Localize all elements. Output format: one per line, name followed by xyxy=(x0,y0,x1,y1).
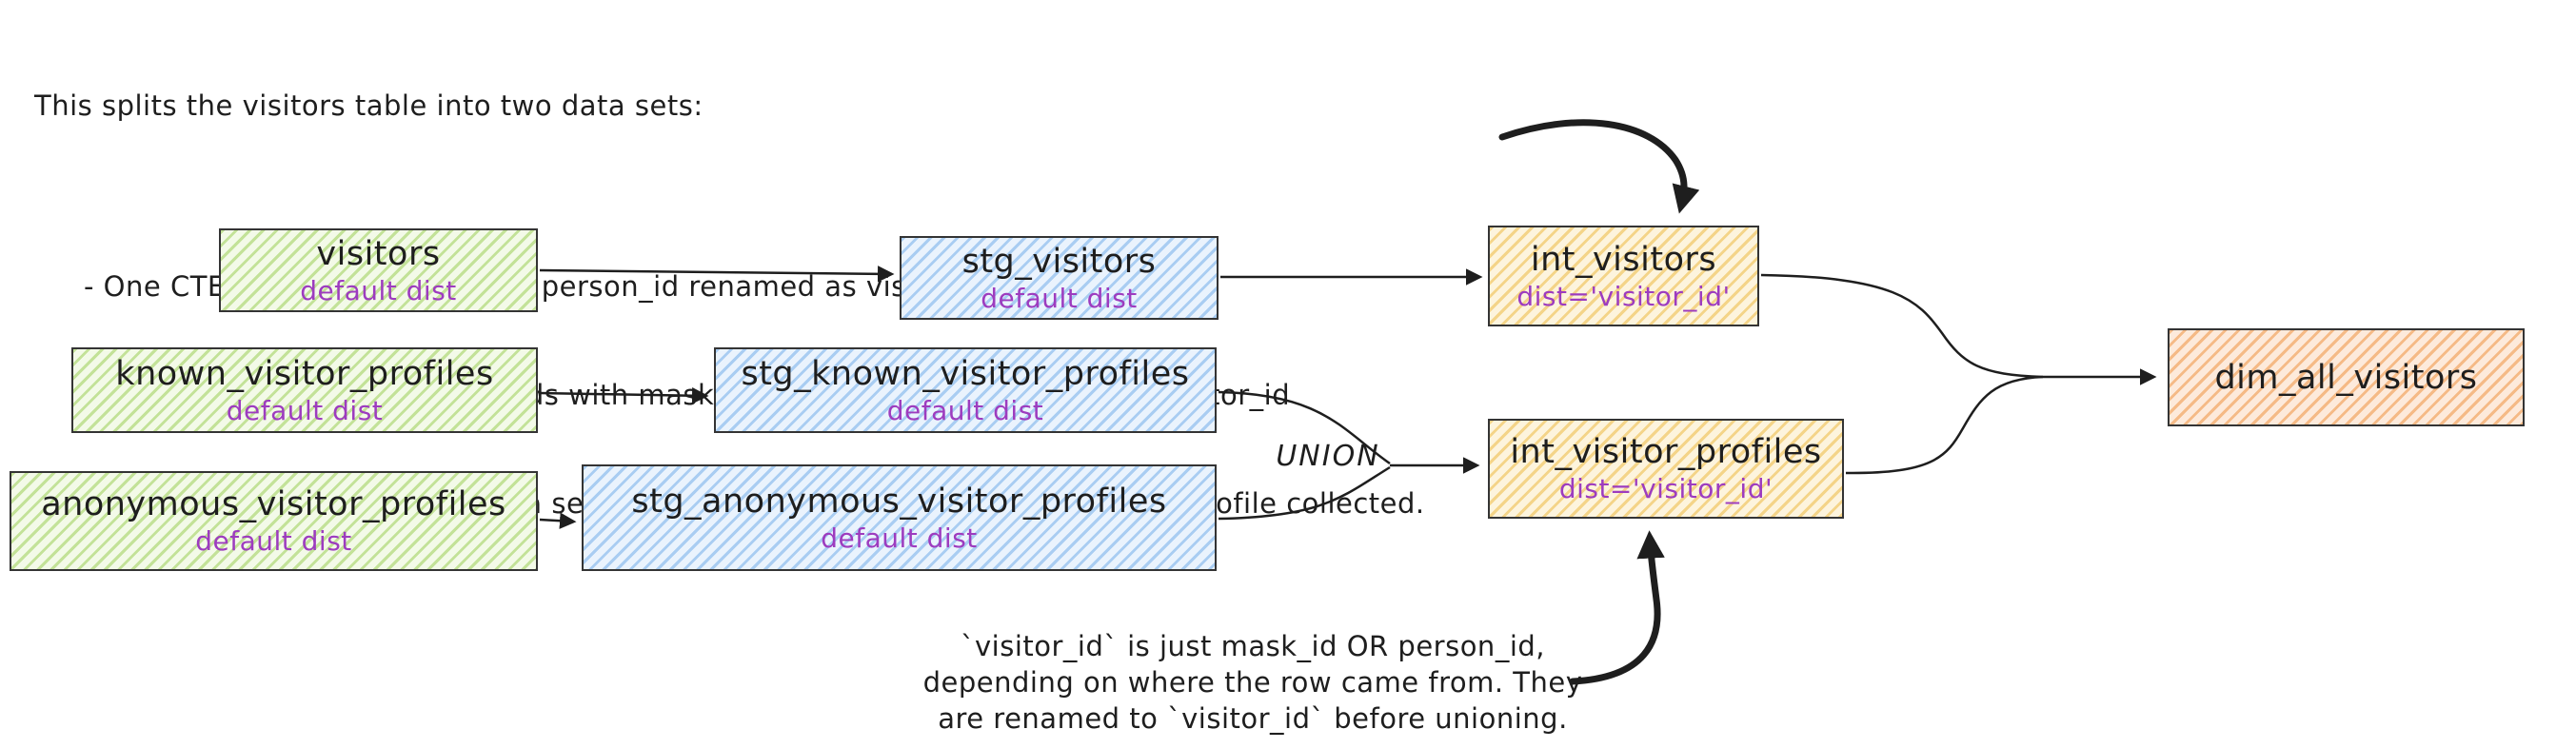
node-title: anonymous_visitor_profiles xyxy=(41,485,506,523)
node-title: int_visitors xyxy=(1530,240,1717,279)
node-stg-visitors: stg_visitors default dist xyxy=(900,236,1219,320)
node-subtitle: default dist xyxy=(821,522,978,554)
node-dim-all-visitors: dim_all_visitors xyxy=(2168,328,2525,426)
node-stg-known-visitor-profiles: stg_known_visitor_profiles default dist xyxy=(714,347,1217,433)
node-title: visitors xyxy=(316,234,441,273)
union-edge-label: UNION xyxy=(1276,440,1380,473)
node-visitors: visitors default dist xyxy=(219,228,538,312)
edge-int-visitor-profiles-to-dim-merge xyxy=(1845,375,2044,475)
node-title: dim_all_visitors xyxy=(2214,358,2478,397)
node-subtitle: default dist xyxy=(981,282,1138,314)
node-subtitle: default dist xyxy=(886,394,1044,426)
node-title: known_visitor_profiles xyxy=(115,354,494,393)
node-anonymous-visitor-profiles: anonymous_visitor_profiles default dist xyxy=(10,471,538,571)
bottom-annotation-line-1: `visitor_id` is just mask_id OR person_i… xyxy=(960,630,1545,662)
edge-int-visitors-to-dim-merge xyxy=(1760,273,2044,379)
node-int-visitors: int_visitors dist='visitor_id' xyxy=(1488,226,1759,326)
node-subtitle: dist='visitor_id' xyxy=(1516,280,1731,312)
node-subtitle: dist='visitor_id' xyxy=(1558,473,1773,504)
arrow-top-annotation-to-int-visitors xyxy=(1498,119,1700,214)
node-known-visitor-profiles: known_visitor_profiles default dist xyxy=(71,347,538,433)
top-annotation-intro: This splits the visitors table into two … xyxy=(34,89,703,122)
node-subtitle: default dist xyxy=(226,394,384,426)
node-title: stg_anonymous_visitor_profiles xyxy=(631,482,1167,521)
bottom-annotation: `visitor_id` is just mask_id OR person_i… xyxy=(920,628,1586,737)
node-title: stg_known_visitor_profiles xyxy=(741,354,1190,393)
node-title: int_visitor_profiles xyxy=(1510,433,1822,471)
node-title: stg_visitors xyxy=(961,242,1157,281)
node-subtitle: default dist xyxy=(300,274,457,306)
node-int-visitor-profiles: int_visitor_profiles dist='visitor_id' xyxy=(1488,419,1844,519)
bottom-annotation-line-3: are renamed to `visitor_id` before union… xyxy=(938,702,1568,735)
node-subtitle: default dist xyxy=(195,525,352,557)
node-stg-anonymous-visitor-profiles: stg_anonymous_visitor_profiles default d… xyxy=(582,464,1217,571)
bottom-annotation-line-2: depending on where the row came from. Th… xyxy=(922,666,1583,699)
